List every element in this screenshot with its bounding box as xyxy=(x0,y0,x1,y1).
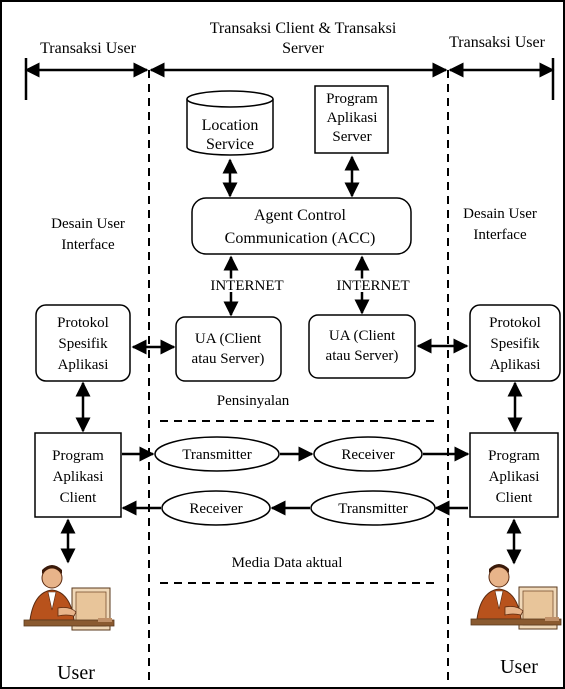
header-center-line2: Server xyxy=(282,40,324,57)
protokol-right-line3: Aplikasi xyxy=(490,357,541,373)
location-service-line2: Service xyxy=(206,136,254,153)
location-service-node: Location Service xyxy=(186,90,274,156)
protokol-left-node: Protokol Spesifik Aplikasi xyxy=(35,304,131,382)
user-at-computer-icon xyxy=(470,564,562,630)
protokol-right-line1: Protokol xyxy=(489,315,541,331)
ua-right-line2: atau Server) xyxy=(326,348,399,364)
receiver-top-label: Receiver xyxy=(341,447,394,463)
location-service-line1: Location xyxy=(202,117,259,134)
receiver-bottom-label: Receiver xyxy=(189,501,242,517)
program-client-right-node: Program Aplikasi Client xyxy=(469,432,559,518)
header-center-line1: Transaksi Client & Transaksi xyxy=(210,20,397,37)
pas-line3: Server xyxy=(332,129,371,145)
acc-line2: Communication (ACC) xyxy=(225,230,376,247)
receiver-top-node: Receiver xyxy=(313,436,423,472)
desain-right-line1: Desain User xyxy=(463,206,537,222)
pcl-line1: Program xyxy=(52,448,104,464)
user-right-label: User xyxy=(500,656,538,678)
pcr-line1: Program xyxy=(488,448,540,464)
pas-line1: Program xyxy=(326,91,378,107)
ua-left-line2: atau Server) xyxy=(192,351,265,367)
acc-node: Agent Control Communication (ACC) xyxy=(191,197,412,255)
ua-right-node: UA (Client atau Server) xyxy=(308,314,416,379)
desain-right-line2: Interface xyxy=(473,227,527,243)
transmitter-bottom-label: Transmitter xyxy=(338,501,407,517)
protokol-left-line1: Protokol xyxy=(57,315,109,331)
protokol-left-line2: Spesifik xyxy=(58,336,108,352)
acc-line1: Agent Control xyxy=(254,207,347,224)
protokol-right-line2: Spesifik xyxy=(490,336,540,352)
user-left-label: User xyxy=(57,662,95,684)
program-aplikasi-server-node: Program Aplikasi Server xyxy=(314,85,389,154)
user-at-computer-icon xyxy=(23,565,115,631)
header-right: Transaksi User xyxy=(449,34,546,51)
desain-left-line2: Interface xyxy=(61,237,115,253)
transmitter-top-node: Transmitter xyxy=(154,436,280,472)
header-left: Transaksi User xyxy=(40,40,137,57)
ua-right-line1: UA (Client xyxy=(329,328,396,344)
protokol-right-node: Protokol Spesifik Aplikasi xyxy=(469,304,561,382)
program-client-left-node: Program Aplikasi Client xyxy=(34,432,122,518)
protokol-left-line3: Aplikasi xyxy=(58,357,109,373)
media-data-label: Media Data aktual xyxy=(232,555,343,571)
transmitter-bottom-node: Transmitter xyxy=(310,490,436,526)
internet-left-label: INTERNET xyxy=(210,278,283,294)
pcr-line3: Client xyxy=(496,490,533,506)
desain-left-line1: Desain User xyxy=(51,216,125,232)
pcl-line2: Aplikasi xyxy=(53,469,104,485)
ua-left-node: UA (Client atau Server) xyxy=(175,316,282,382)
ua-left-line1: UA (Client xyxy=(195,331,262,347)
receiver-bottom-node: Receiver xyxy=(161,490,271,526)
pensinyalan-label: Pensinyalan xyxy=(217,393,290,409)
pas-line2: Aplikasi xyxy=(327,110,378,126)
pcr-line2: Aplikasi xyxy=(489,469,540,485)
internet-right-label: INTERNET xyxy=(336,278,409,294)
pcl-line3: Client xyxy=(60,490,97,506)
transmitter-top-label: Transmitter xyxy=(182,447,251,463)
